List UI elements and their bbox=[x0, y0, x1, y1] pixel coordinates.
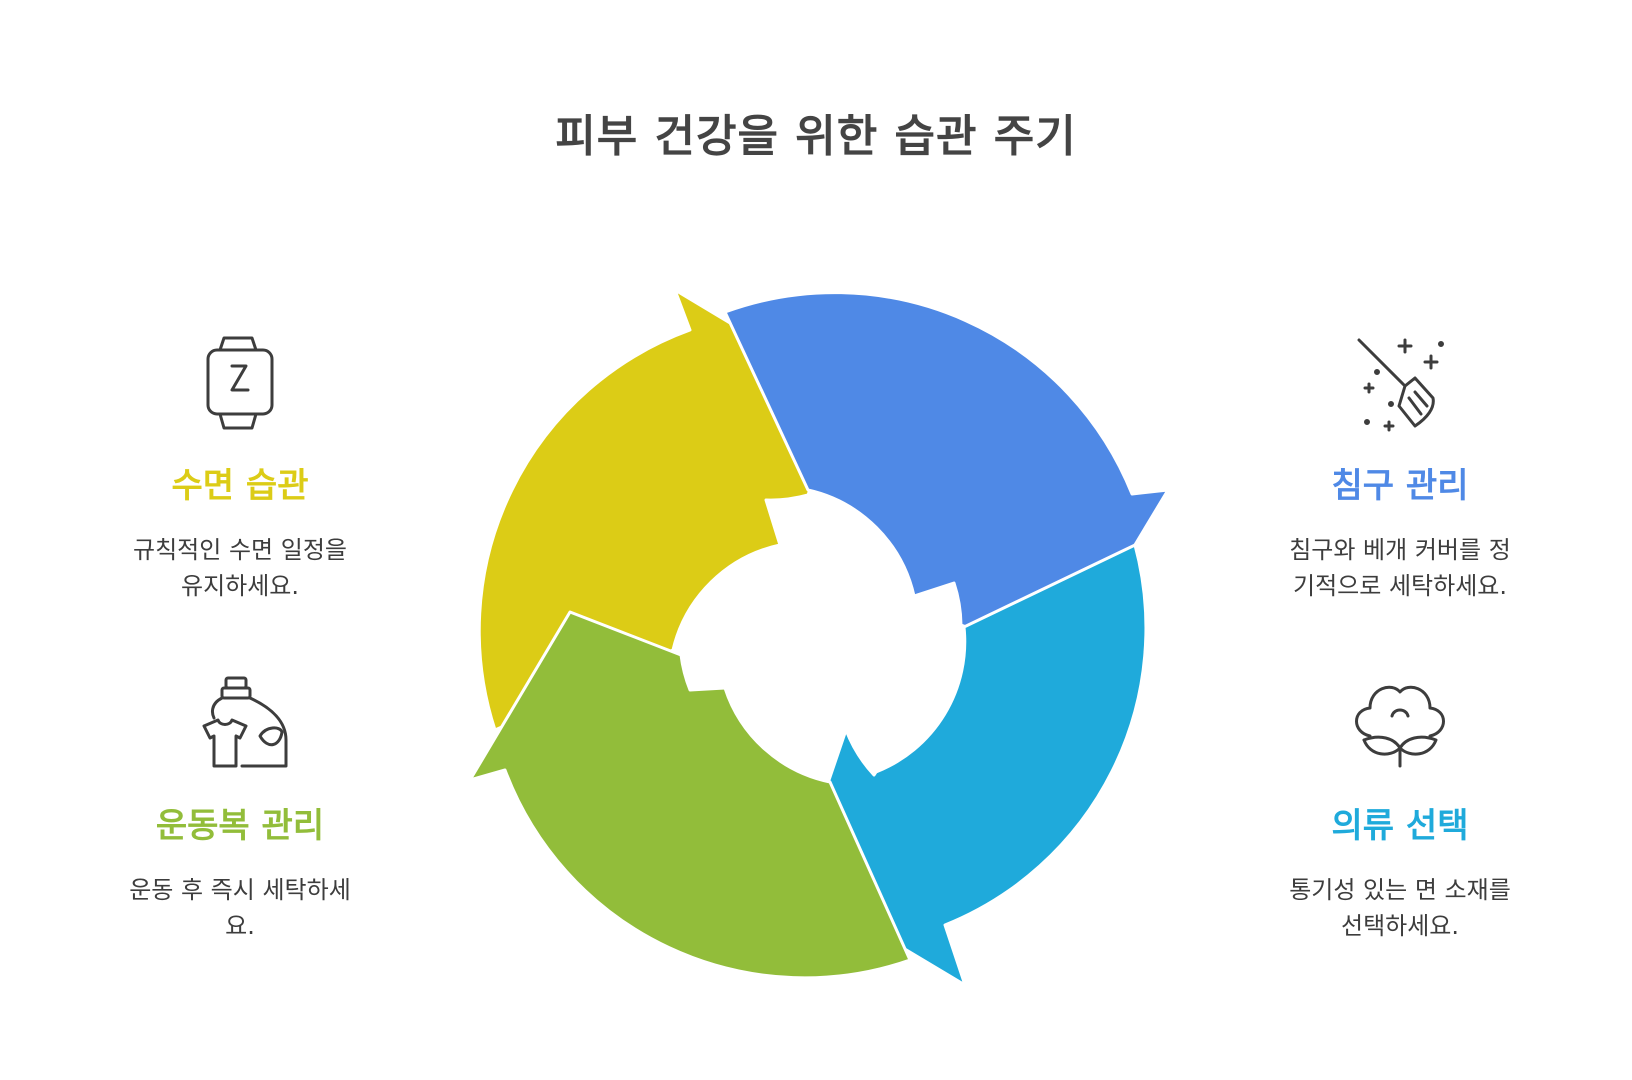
stage-description-clothing: 통기성 있는 면 소재를 선택하세요. bbox=[1230, 872, 1570, 944]
cycle-arrow-clothing bbox=[792, 543, 1148, 987]
laundry-detergent-icon bbox=[190, 674, 290, 774]
stage-description-sportswear: 운동 후 즉시 세탁하세 요. bbox=[70, 872, 410, 944]
stage-heading-sportswear: 운동복 관리 bbox=[155, 806, 325, 846]
stage-heading-sleep: 수면 습관 bbox=[171, 466, 309, 506]
stage-description-line: 기적으로 세탁하세요. bbox=[1293, 572, 1507, 600]
stage-description-line: 선택하세요. bbox=[1340, 912, 1460, 940]
stage-description-line: 통기성 있는 면 소재를 bbox=[1289, 876, 1511, 904]
cycle-arrow-sportswear bbox=[468, 610, 912, 980]
stage-description-line: 유지하세요. bbox=[180, 572, 300, 600]
cycle-arrow-bedding bbox=[723, 291, 1170, 665]
cotton-flower-icon bbox=[1350, 674, 1450, 770]
stage-description-line: 침구와 베개 커버를 정 bbox=[1289, 536, 1511, 564]
diagram-title: 피부 건강을 위한 습관 주기 bbox=[555, 111, 1077, 162]
stage-description-line: 운동 후 즉시 세탁하세 bbox=[129, 876, 351, 904]
stage-description-sleep: 규칙적인 수면 일정을 유지하세요. bbox=[70, 532, 410, 604]
stage-heading-bedding: 침구 관리 bbox=[1331, 466, 1469, 506]
stage-description-bedding: 침구와 베개 커버를 정 기적으로 세탁하세요. bbox=[1230, 532, 1570, 604]
stage-heading-clothing: 의류 선택 bbox=[1331, 806, 1469, 846]
stage-description-line: 요. bbox=[225, 912, 255, 940]
stage-description-line: 규칙적인 수면 일정을 bbox=[133, 536, 347, 564]
broom-sparkle-icon bbox=[1355, 336, 1455, 436]
sleep-watch-icon bbox=[200, 334, 280, 434]
